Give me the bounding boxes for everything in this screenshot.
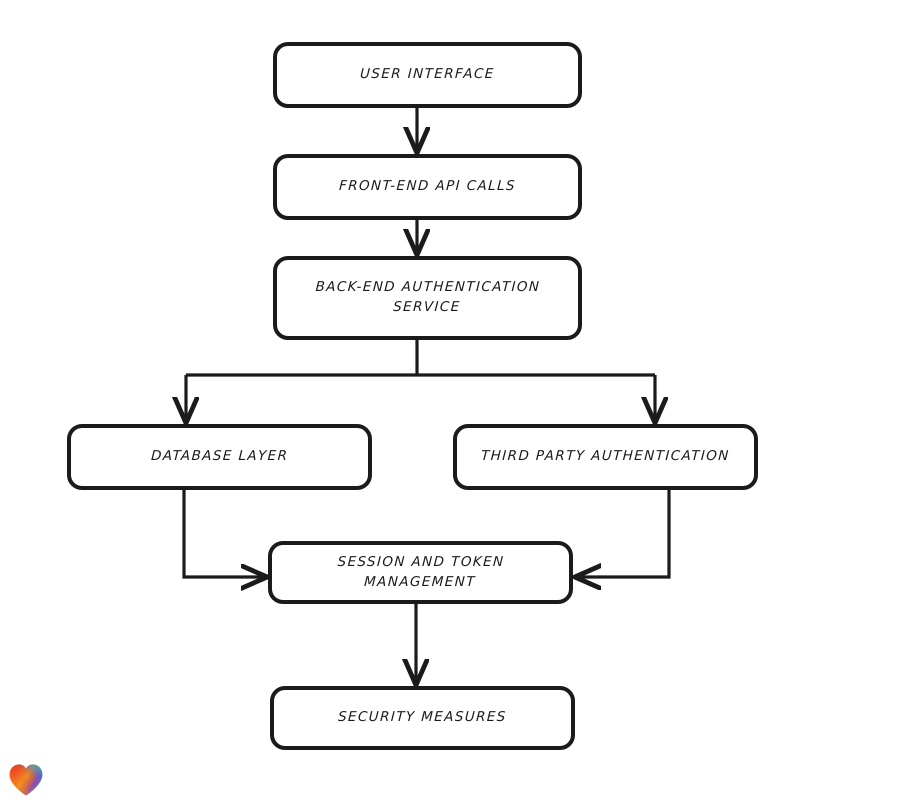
heart-icon xyxy=(8,763,44,797)
node-security-measures[interactable]: Security Measures xyxy=(270,686,575,750)
edge-thirdparty-to-session xyxy=(578,490,671,577)
node-third-party-authentication[interactable]: Third Party Authentication xyxy=(453,424,758,490)
node-label-third-party-authentication: Third Party Authentication xyxy=(480,448,731,465)
heart-icon-svg xyxy=(9,764,43,796)
node-session-and-token-management[interactable]: Session and Token Management xyxy=(268,541,573,604)
node-database-layer[interactable]: Database Layer xyxy=(67,424,372,490)
node-user-interface[interactable]: User Interface xyxy=(273,42,582,108)
node-label-back-end-authentication-service: Back-End Authentication Service xyxy=(315,279,541,315)
node-label-front-end-api-calls: Front-End API Calls xyxy=(338,178,517,195)
node-front-end-api-calls[interactable]: Front-End API Calls xyxy=(273,154,582,220)
edge-database-to-session xyxy=(182,490,264,577)
node-label-user-interface: User Interface xyxy=(359,66,496,83)
node-label-security-measures: Security Measures xyxy=(337,709,508,726)
node-label-database-layer: Database Layer xyxy=(150,448,289,465)
node-label-session-and-token-management: Session and Token Management xyxy=(337,553,505,590)
node-back-end-authentication-service[interactable]: Back-End Authentication Service xyxy=(273,256,582,340)
